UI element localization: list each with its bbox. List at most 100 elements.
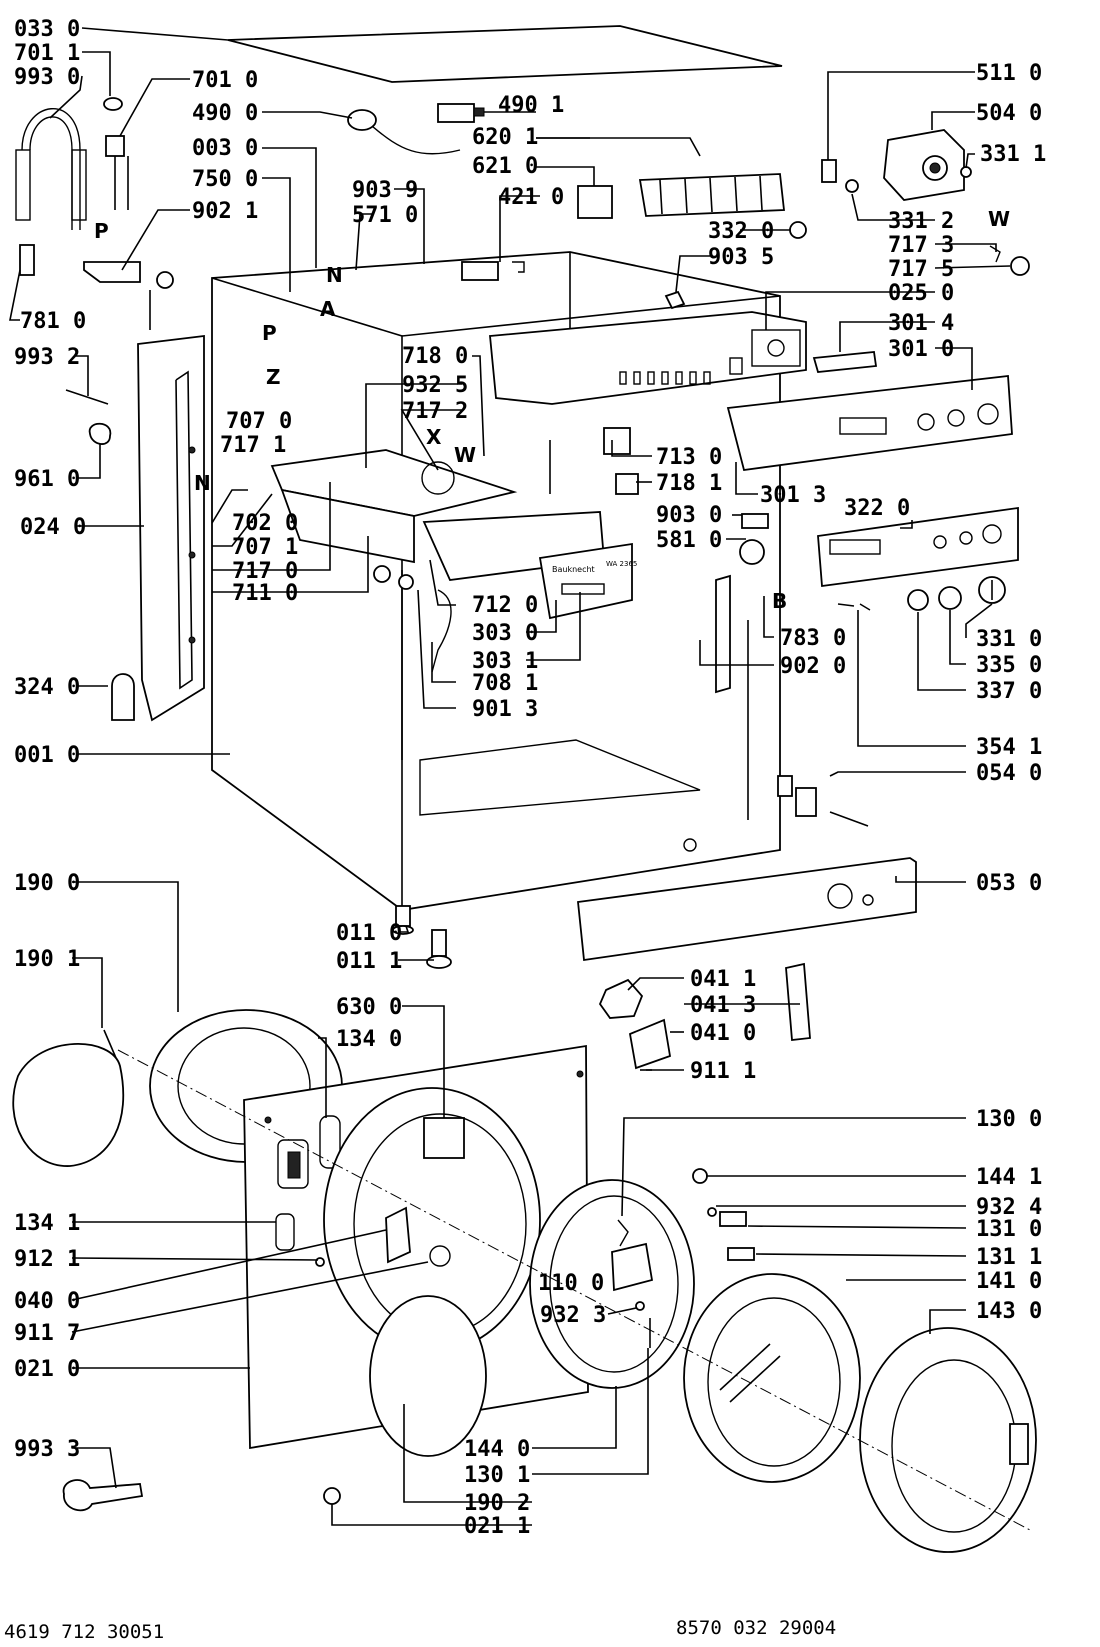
part-label: 054 0 [976, 761, 1042, 786]
door-ring [529, 1179, 695, 1389]
part-label: 620 1 [472, 125, 538, 150]
hinge [598, 962, 811, 1071]
clip-9030 [741, 513, 769, 529]
part-label: 134 1 [14, 1211, 80, 1236]
marker-p: P [94, 219, 109, 243]
bracket-9021 [83, 261, 141, 283]
part-label: 708 1 [472, 671, 538, 696]
part-7130 [603, 427, 631, 455]
part-label: 903 9 [352, 178, 418, 203]
pressure-switch-5810 [739, 539, 765, 565]
part-label: 110 0 [538, 1271, 604, 1296]
part-label: 003 0 [192, 136, 258, 161]
part-label: 711 0 [232, 581, 298, 606]
part-label: 335 0 [976, 653, 1042, 678]
part-label: 040 0 [14, 1289, 80, 1314]
foot-3240 [111, 673, 135, 721]
part-label: 902 1 [192, 199, 258, 224]
part-label: 190 2 [464, 1491, 530, 1516]
hoses [15, 97, 129, 276]
part-label: 993 0 [14, 65, 80, 90]
part-label: 707 1 [232, 535, 298, 560]
part-1310 [719, 1211, 747, 1227]
light-3541 [837, 603, 871, 611]
feet [392, 905, 452, 969]
kickboard-0530 [577, 857, 917, 962]
part-label: 701 1 [14, 41, 80, 66]
clip-9035 [664, 290, 686, 310]
part-label: 511 0 [976, 61, 1042, 86]
panel-frame [489, 311, 807, 405]
marker-n: N [326, 263, 343, 287]
part-label: 130 0 [976, 1107, 1042, 1132]
part-label: 750 0 [192, 167, 258, 192]
part-label: 717 0 [232, 559, 298, 584]
leader-lines [9, 27, 1011, 1526]
callout-labels: 033 0 701 1 993 0 701 0 490 0 490 1 620 … [14, 17, 1046, 1539]
part-label: 421 0 [498, 185, 564, 210]
part-1311 [727, 1247, 755, 1261]
cabinet [211, 251, 781, 911]
part-label: 301 4 [888, 311, 954, 336]
footer-left-code: 4619 712 30051 [4, 1621, 164, 1643]
part-label: 190 0 [14, 871, 80, 896]
front-panel [243, 1044, 589, 1450]
mains-cable [347, 103, 485, 155]
part-label: 932 4 [976, 1195, 1042, 1220]
spanner-9933 [62, 1479, 144, 1512]
part-label: 717 1 [220, 433, 286, 458]
part-label: 303 1 [472, 649, 538, 674]
marker-p: P [262, 321, 277, 345]
relay-blocks [577, 173, 786, 219]
marker-b: B [772, 589, 787, 613]
part-label: 911 7 [14, 1321, 80, 1346]
part-label: 783 0 [780, 626, 846, 651]
part-label: 993 2 [14, 345, 80, 370]
part-label: 718 0 [402, 344, 468, 369]
part-label: 130 1 [464, 1463, 530, 1488]
screw-9932 [65, 389, 109, 405]
part-label: 143 0 [976, 1299, 1042, 1324]
model-text: WA 2365 [606, 560, 637, 568]
outer-door [859, 1327, 1037, 1553]
marker-w: W [988, 207, 1010, 231]
part-label: 581 0 [656, 528, 722, 553]
part-label: 331 0 [976, 627, 1042, 652]
part-label: 901 3 [472, 697, 538, 722]
washer-9323 [635, 1301, 645, 1311]
part-label: 932 5 [402, 373, 468, 398]
part-label: 322 0 [844, 496, 910, 521]
knob-7175 [1010, 256, 1030, 276]
marker-x: X [426, 425, 442, 449]
programmer [789, 129, 972, 239]
part-label: 932 3 [540, 1303, 606, 1328]
brand-text: Bauknecht [552, 565, 595, 574]
part-label: 354 1 [976, 735, 1042, 760]
part-label: 041 1 [690, 967, 756, 992]
filter-4210 [461, 261, 499, 281]
part-label: 621 0 [472, 154, 538, 179]
knobs [907, 576, 1006, 611]
screw-1441 [692, 1168, 708, 1184]
part-label: 053 0 [976, 871, 1042, 896]
part-label: 912 1 [14, 1247, 80, 1272]
part-label: 324 0 [14, 675, 80, 700]
letter-markers: P P N N A Z X W W B [94, 207, 1010, 613]
part-label: 041 0 [690, 1021, 756, 1046]
part-label: 131 0 [976, 1217, 1042, 1242]
door-glass [683, 1273, 861, 1483]
part-label: 025 0 [888, 281, 954, 306]
clip-7173 [989, 245, 1001, 263]
bracket-9020 [715, 574, 731, 694]
trim-3014 [812, 351, 878, 373]
part-label: 141 0 [976, 1269, 1042, 1294]
part-label: 717 2 [402, 399, 468, 424]
part-label: 303 0 [472, 621, 538, 646]
part-label: 701 0 [192, 68, 258, 93]
part-label: 011 1 [336, 949, 402, 974]
part-label: 331 1 [980, 142, 1046, 167]
part-label: 571 0 [352, 203, 418, 228]
part-label: 490 1 [498, 93, 564, 118]
side-panel [137, 334, 205, 722]
part-label: 961 0 [14, 467, 80, 492]
